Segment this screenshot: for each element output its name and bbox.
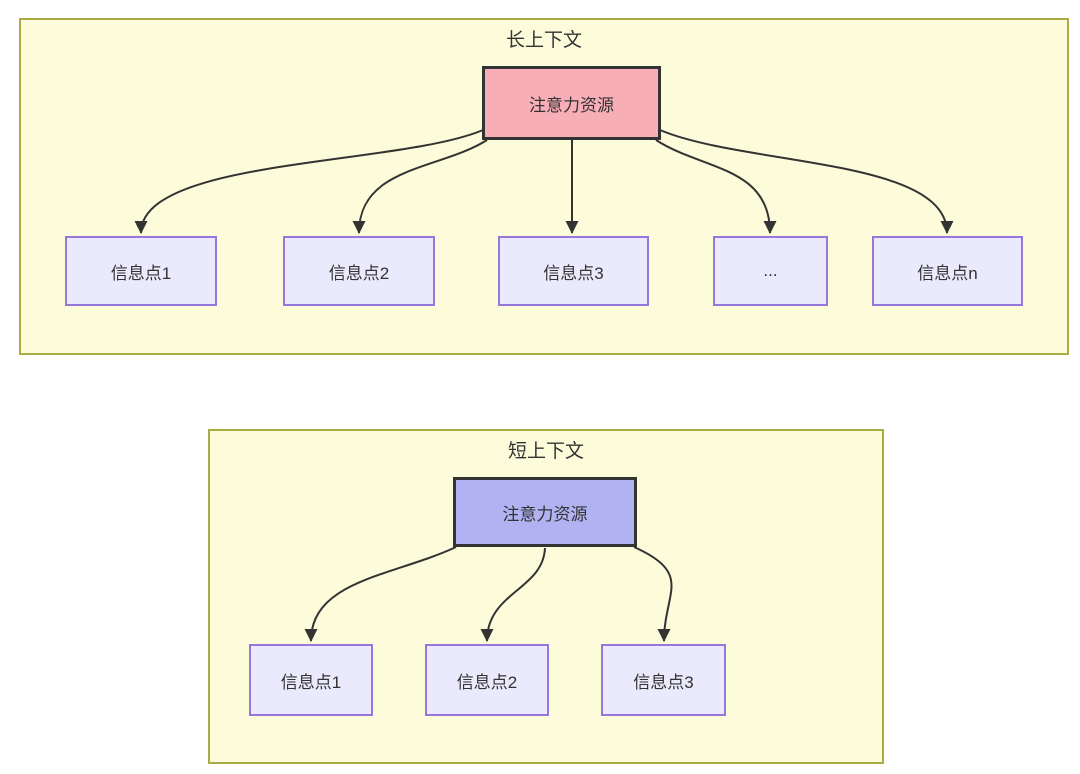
long-info-node-ellipsis: ... <box>713 236 828 306</box>
edge-long-root-to-node1 <box>134 129 484 234</box>
long-info-label-ellipsis: ... <box>763 261 778 280</box>
edge-short-root-to-node2 <box>480 547 546 642</box>
long-root-label: 注意力资源 <box>529 95 614 115</box>
long-info-node-2: 信息点2 <box>283 236 435 306</box>
long-info-node-3: 信息点3 <box>498 236 649 306</box>
long-info-label-3: 信息点3 <box>543 263 604 283</box>
long-info-label-n: 信息点n <box>917 263 978 283</box>
short-info-node-1: 信息点1 <box>249 644 373 716</box>
short-info-label-1: 信息点1 <box>280 672 342 692</box>
short-info-node-2: 信息点2 <box>425 644 549 716</box>
long-info-label-2: 信息点2 <box>328 263 390 283</box>
edge-long-root-to-node2 <box>352 139 488 234</box>
short-root-label: 注意力资源 <box>502 504 588 524</box>
long-context-title: 长上下文 <box>505 30 582 51</box>
short-root-node: 注意力资源 <box>453 477 637 547</box>
edge-long-root-to-node5 <box>659 129 954 234</box>
long-info-label-1: 信息点1 <box>110 263 172 283</box>
long-root-node: 注意力资源 <box>482 66 661 140</box>
long-info-node-n: 信息点n <box>872 236 1023 306</box>
short-info-node-3: 信息点3 <box>601 644 726 716</box>
edge-long-root-to-node4 <box>655 139 777 234</box>
short-info-label-3: 信息点3 <box>633 672 694 692</box>
edge-short-root-to-node3 <box>633 546 673 642</box>
short-info-label-2: 信息点2 <box>456 672 518 692</box>
short-context-title: 短上下文 <box>507 441 584 462</box>
edge-short-root-to-node1 <box>304 546 457 642</box>
long-info-node-1: 信息点1 <box>65 236 217 306</box>
